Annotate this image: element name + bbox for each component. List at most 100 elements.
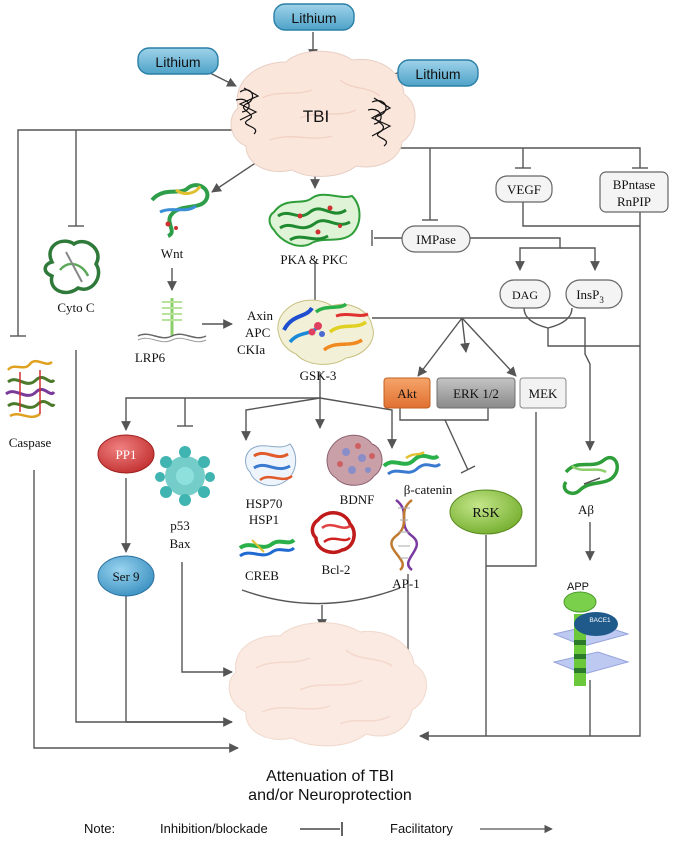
hsp70-protein-icon <box>245 443 297 487</box>
outcome-brain-folds <box>255 649 393 725</box>
p53-label: p53 <box>170 518 190 533</box>
line-vegf-right <box>522 196 640 227</box>
lithium-top-label: Lithium <box>291 10 336 26</box>
bdnf-protein-icon <box>326 434 383 486</box>
lithium-right-label: Lithium <box>415 66 460 82</box>
line-akt-erk-merge <box>399 408 489 421</box>
line-merge-rsk <box>444 419 469 471</box>
tbi-brain-folds <box>261 79 381 141</box>
mek-label: MEK <box>529 386 559 401</box>
arrow-gsk3-hsp70 <box>241 397 321 441</box>
bax-label: Bax <box>170 536 191 551</box>
bpntase-rnpip-node: BPntase RnPIP <box>599 171 669 213</box>
lithium-left: Lithium <box>137 47 219 75</box>
erk-label: ERK 1/2 <box>453 386 499 401</box>
caspase-protein-icon <box>5 359 56 419</box>
arrow-caspase-outcome <box>33 470 239 753</box>
bar-rsk <box>460 465 476 474</box>
legend: Note: Inhibition/blockade Facilitatory <box>84 821 553 836</box>
akt-node: Akt <box>383 377 431 409</box>
outcome-brain-shape <box>228 622 427 747</box>
tbi-lesion-left <box>235 87 260 135</box>
tbi-lesion-right <box>367 97 392 147</box>
arrow-impase-insp3 <box>560 247 600 271</box>
caspase-label: Caspase <box>9 435 52 450</box>
mek-node: MEK <box>519 377 567 409</box>
insp3-node: InsP3 <box>565 279 623 309</box>
pka-pkc-protein-icon <box>268 193 361 247</box>
pka-pkc-label: PKA & PKC <box>280 252 347 267</box>
ser9-label: Ser 9 <box>112 569 139 584</box>
line-mek-down <box>486 412 537 567</box>
wnt-label: Wnt <box>161 246 184 261</box>
connectors <box>10 32 648 753</box>
rnpip-label: RnPIP <box>617 194 651 209</box>
wnt-protein-icon <box>150 183 210 238</box>
outcome-line1: Attenuation of TBI <box>266 768 394 785</box>
app-label: APP <box>567 581 589 593</box>
arrow-gsk3-mek <box>461 317 517 377</box>
line-tbi-caspase <box>17 129 270 336</box>
bpntase-label: BPntase <box>613 177 656 192</box>
gsk3-label: GSK-3 <box>300 368 337 383</box>
arrow-gsk3-abeta <box>462 317 595 451</box>
lrp6-receptor-icon <box>137 298 207 343</box>
beta-catenin-protein-icon <box>382 451 442 476</box>
legend-inhibition: Inhibition/blockade <box>160 821 268 836</box>
beta-catenin-label: β-catenin <box>404 482 453 497</box>
erk-node: ERK 1/2 <box>436 377 516 409</box>
insp3-base: InsP <box>576 287 599 302</box>
arrow-gsk3-akt <box>417 317 463 377</box>
creb-protein-icon <box>238 538 296 558</box>
lithium-left-shape <box>137 47 219 75</box>
line-proteins-merge <box>241 587 401 605</box>
rsk-node: RSK <box>449 489 523 535</box>
creb-label: CREB <box>245 568 279 583</box>
abeta-label: Aβ <box>578 502 594 517</box>
line-tbi-bpntase <box>395 147 641 168</box>
arrow-right-outcome <box>419 212 641 741</box>
p53-bax-protein-icon <box>155 446 215 506</box>
ap1-label: AP-1 <box>392 576 419 591</box>
bdnf-label: BDNF <box>340 492 375 507</box>
lithium-left-label: Lithium <box>155 54 200 70</box>
cytoc-label: Cyto C <box>57 300 94 315</box>
lithium-right-shape <box>397 59 479 87</box>
lithium-top-shape <box>273 3 355 31</box>
pp1-node: PP1 <box>97 434 155 474</box>
legend-facilitatory: Facilitatory <box>390 821 453 836</box>
tbi-brain: TBI <box>230 50 416 177</box>
hsp1-label: HSP1 <box>249 512 279 527</box>
app-bace1-icon: APP BACE1 <box>552 581 630 686</box>
vegf-label: VEGF <box>507 182 541 197</box>
ap1-dna-icon <box>390 499 419 572</box>
axin-label: Axin <box>247 308 274 323</box>
insp3-label: InsP3 <box>576 287 604 305</box>
vegf-node: VEGF <box>495 175 553 203</box>
apc-label: APC <box>245 325 270 340</box>
insp3-subscript: 3 <box>599 295 604 305</box>
outcome-brain <box>228 622 427 747</box>
arrow-p53-outcome <box>181 562 233 677</box>
arrow-impase-dag <box>470 237 561 271</box>
bcl2-protein-icon <box>310 511 356 555</box>
lithium-top: Lithium <box>273 3 355 31</box>
hsp70-label: HSP70 <box>246 496 283 511</box>
gsk3-protein-icon <box>277 299 374 365</box>
ckia-label: CKIa <box>237 342 265 357</box>
cytoc-protein-icon <box>43 239 101 295</box>
impase-label: IMPase <box>416 232 456 247</box>
lrp6-label: LRP6 <box>135 350 166 365</box>
arrow-gsk3-bcatenin <box>319 397 397 449</box>
dag-node: DAG <box>499 279 551 309</box>
bcl2-label: Bcl-2 <box>322 562 351 577</box>
rsk-label: RSK <box>472 506 499 521</box>
legend-note: Note: <box>84 821 115 836</box>
bace1-label: BACE1 <box>589 617 611 624</box>
arrow-gsk3-pp1 <box>121 397 320 431</box>
tbi-label: TBI <box>303 107 329 126</box>
line-ser9-outcome <box>125 594 232 723</box>
abeta-protein-icon <box>562 455 619 495</box>
